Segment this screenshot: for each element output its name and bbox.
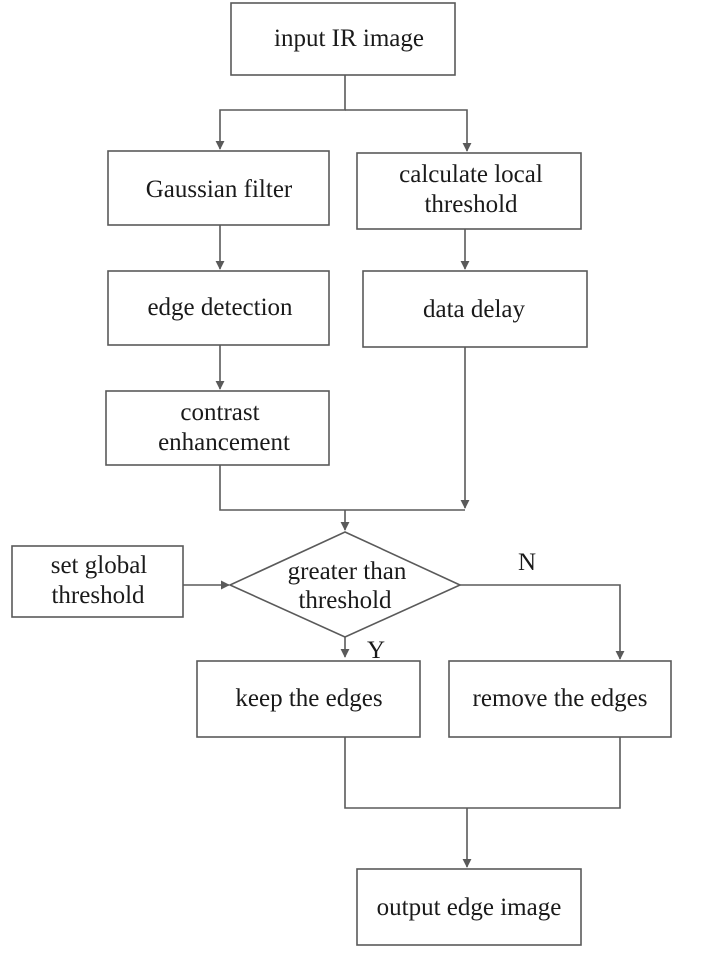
connector-decision-remove xyxy=(460,584,625,660)
label-data-delay: data delay xyxy=(423,296,526,323)
box-input-ir-image xyxy=(230,2,456,76)
label-output-edge-image: output edge image xyxy=(377,894,562,921)
connector-split-local-threshold xyxy=(345,109,472,152)
node-labels: input IR image Gaussian filter calculate… xyxy=(51,25,648,921)
box-set-global-threshold xyxy=(11,545,184,618)
branch-label-yes: Y xyxy=(367,637,385,664)
box-calculate-local-threshold xyxy=(356,152,582,230)
nodes xyxy=(11,2,672,946)
box-edge-detection xyxy=(107,270,330,346)
box-remove-the-edges xyxy=(448,660,672,738)
label-keep-the-edges: keep the edges xyxy=(235,685,382,712)
box-gaussian-filter xyxy=(107,150,330,226)
connector-input-split xyxy=(215,75,346,150)
box-keep-the-edges xyxy=(196,660,421,738)
label-gaussian-filter: Gaussian filter xyxy=(146,176,293,203)
box-output-edge-image xyxy=(356,868,582,946)
box-data-delay xyxy=(362,270,588,348)
connector-contrast-merge xyxy=(219,465,465,511)
label-set-global: set global xyxy=(51,552,148,579)
label-greater-than: greater than xyxy=(288,558,407,585)
label-edge-detection: edge detection xyxy=(147,294,293,321)
diamond-greater-than-threshold xyxy=(228,531,462,638)
label-remove-the-edges: remove the edges xyxy=(473,685,648,712)
label-input-ir-image: input IR image xyxy=(274,25,424,52)
branch-label-no: N xyxy=(518,549,536,576)
box-contrast-enhancement xyxy=(105,390,330,466)
label-threshold-local: threshold xyxy=(424,191,518,218)
connectors xyxy=(183,75,625,868)
label-contrast: contrast xyxy=(180,399,259,426)
label-threshold-global: threshold xyxy=(51,582,145,609)
label-calculate-local: calculate local xyxy=(399,161,543,188)
label-enhancement: enhancement xyxy=(158,429,290,456)
label-threshold-decision: threshold xyxy=(298,587,392,614)
connector-keep-join xyxy=(344,737,621,809)
